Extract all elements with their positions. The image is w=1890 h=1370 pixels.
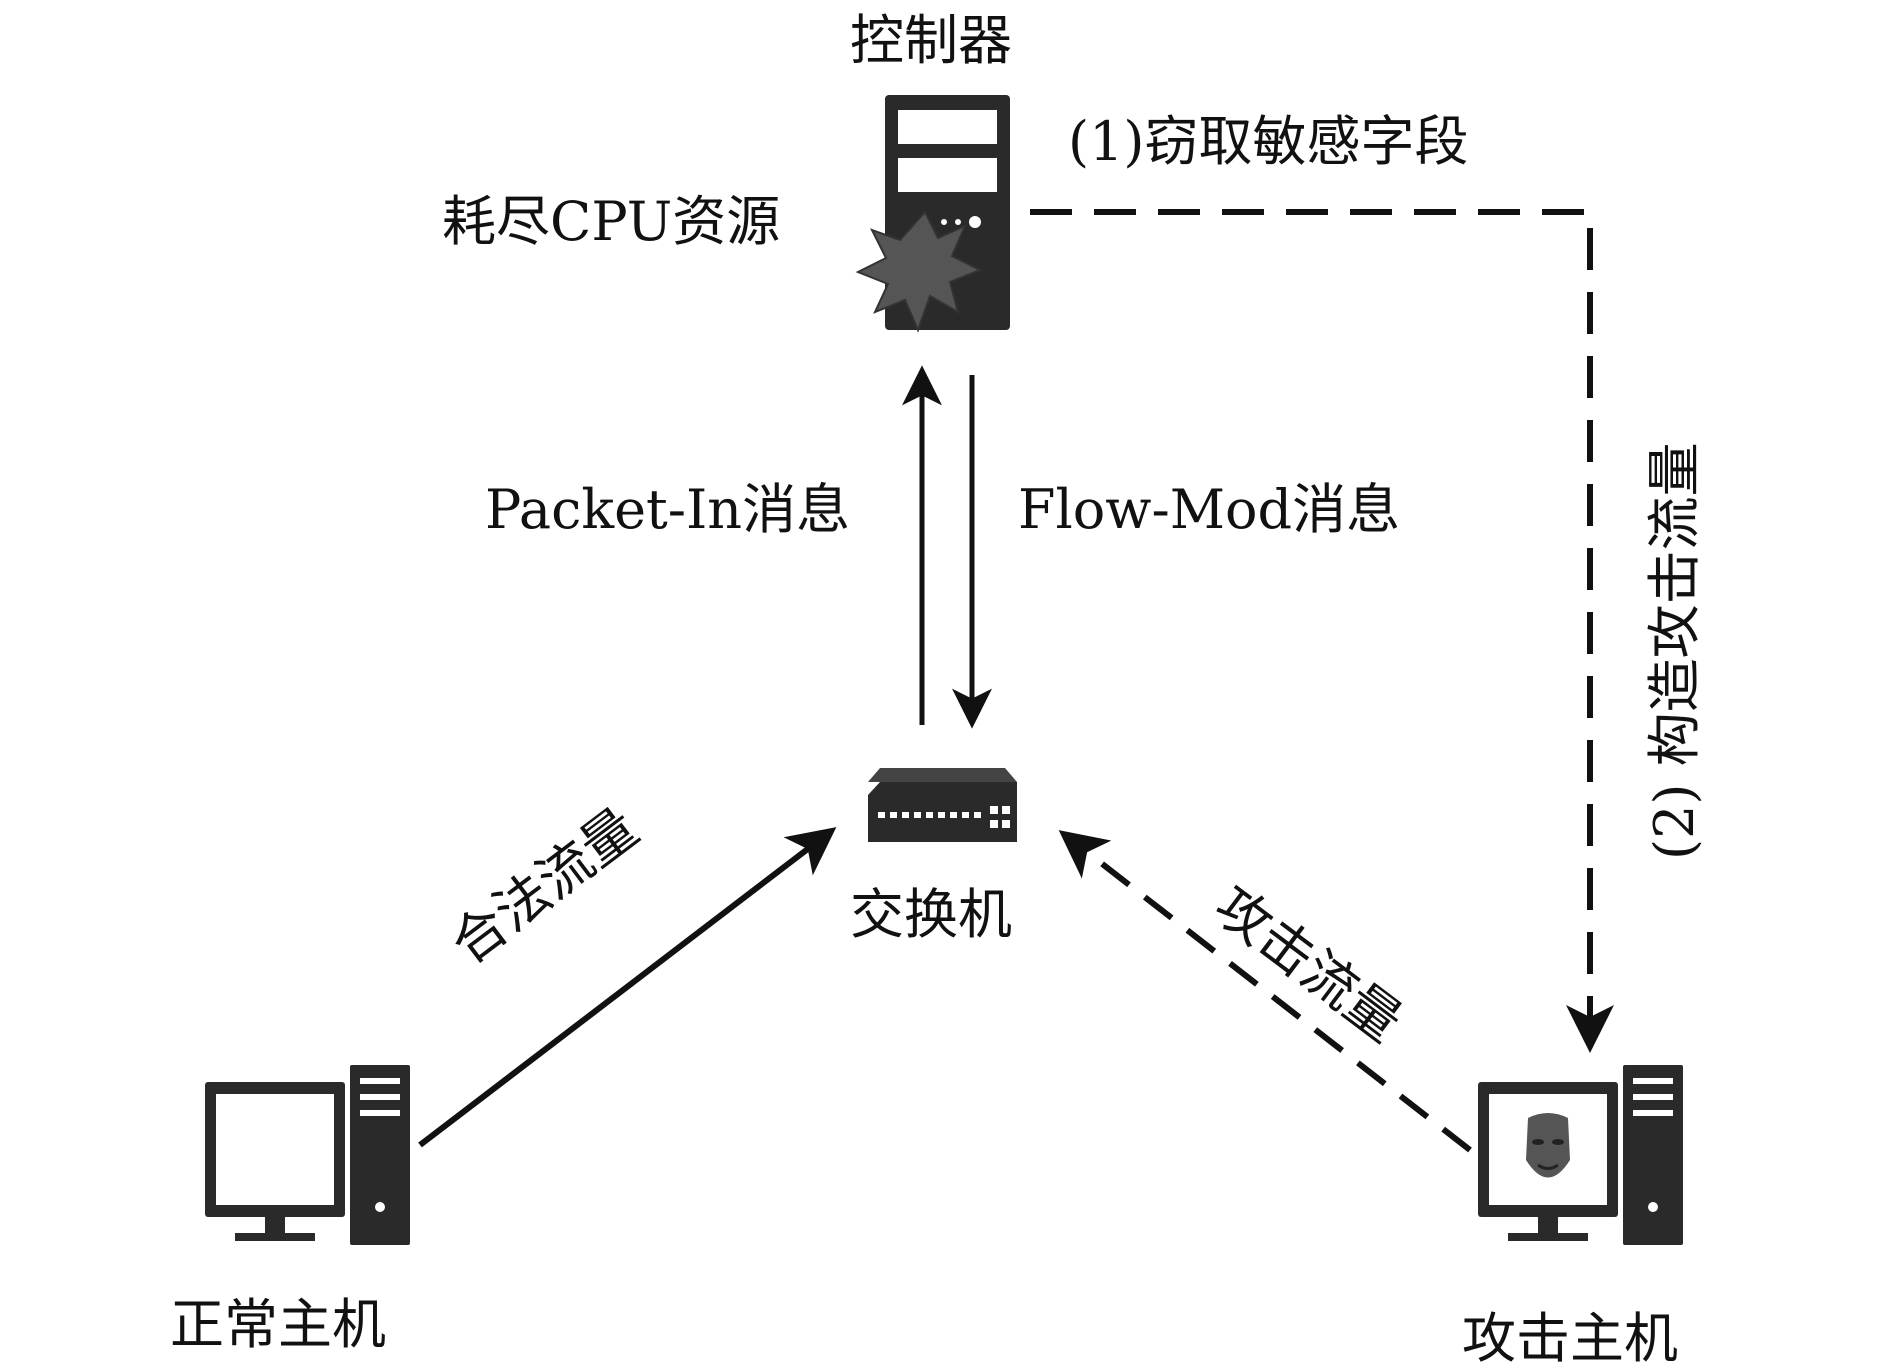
legit-traffic-arrow (418, 827, 837, 1148)
attacker-computer-icon (1478, 1065, 1683, 1245)
desktop-computer-icon (205, 1065, 410, 1245)
flow-mod-label: Flow-Mod消息 (1018, 478, 1401, 541)
craft-attack-traffic-label: (2) 构造攻击流量 (1643, 442, 1706, 860)
attack-traffic-arrow (1058, 830, 1472, 1153)
packet-in-label: Packet-In消息 (485, 478, 851, 541)
normal-host-label: 正常主机 (170, 1293, 386, 1356)
attack-host-label: 攻击主机 (1462, 1307, 1678, 1370)
steal-and-craft-path (1030, 209, 1614, 1053)
explosion-icon (855, 210, 983, 333)
steal-fields-label: (1)窃取敏感字段 (1068, 110, 1469, 173)
switch-label: 交换机 (850, 883, 1012, 946)
exhaust-cpu-label: 耗尽CPU资源 (442, 190, 781, 253)
network-switch-icon (868, 768, 1017, 842)
controller-label: 控制器 (850, 9, 1012, 72)
